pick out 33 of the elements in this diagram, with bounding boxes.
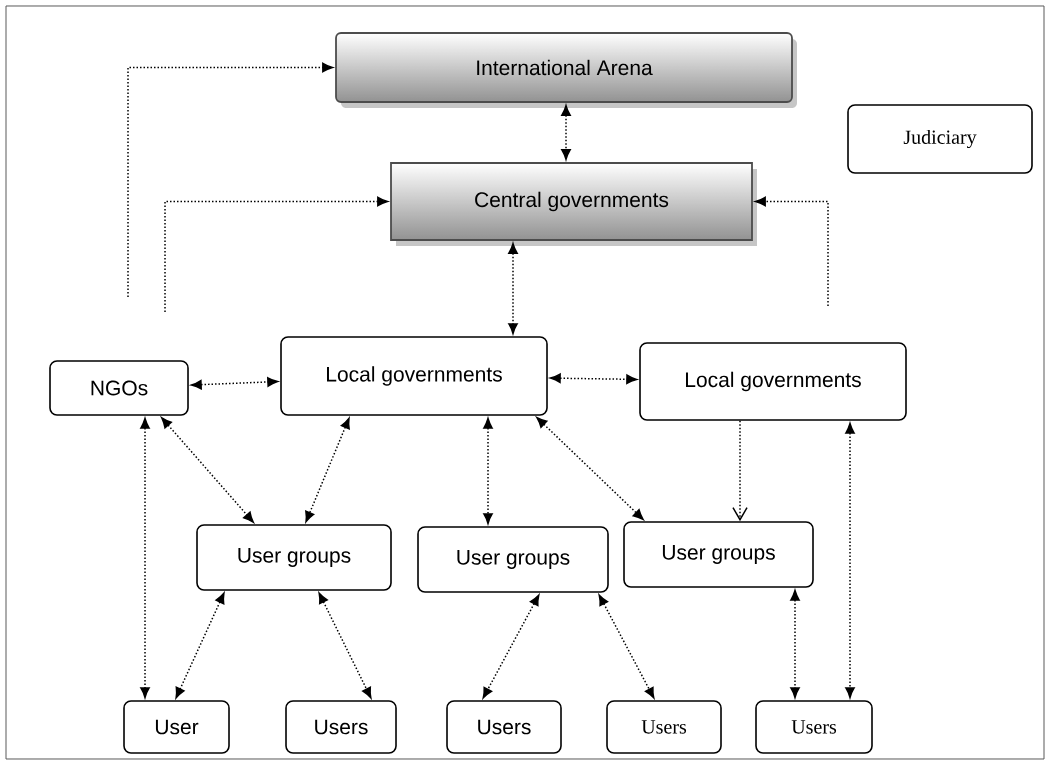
- process-box: Users: [446, 700, 562, 754]
- process-box: Local governments: [280, 336, 548, 416]
- process-box: User: [123, 700, 230, 754]
- arrow: [140, 417, 150, 699]
- arrow: [305, 417, 350, 523]
- arrow: [190, 377, 279, 390]
- arrow: [318, 592, 372, 699]
- arrow: [161, 417, 254, 523]
- arrow: [127, 62, 334, 298]
- arrow: [508, 242, 518, 335]
- process-box: Central governments: [390, 162, 757, 246]
- arrow: [732, 420, 748, 522]
- arrow: [536, 416, 644, 521]
- process-box: Users: [606, 700, 722, 754]
- arrow: [175, 592, 225, 699]
- arrow: [482, 594, 540, 699]
- process-box: User groups: [623, 521, 814, 588]
- process-box: User groups: [417, 526, 609, 593]
- process-box: Local governments: [639, 342, 907, 421]
- arrow: [754, 196, 829, 307]
- arrow: [549, 373, 638, 385]
- process-box: User groups: [196, 524, 392, 591]
- arrow: [845, 422, 855, 699]
- process-box: Judiciary: [847, 104, 1033, 174]
- arrow: [598, 594, 655, 699]
- process-box: Users: [755, 700, 873, 754]
- process-box: Users: [285, 700, 397, 754]
- arrow: [790, 589, 800, 699]
- arrow: [483, 417, 493, 525]
- title-box: International Arena: [335, 32, 797, 108]
- process-box: NGOs: [49, 360, 189, 416]
- arrow: [561, 104, 571, 161]
- arrow: [164, 196, 389, 313]
